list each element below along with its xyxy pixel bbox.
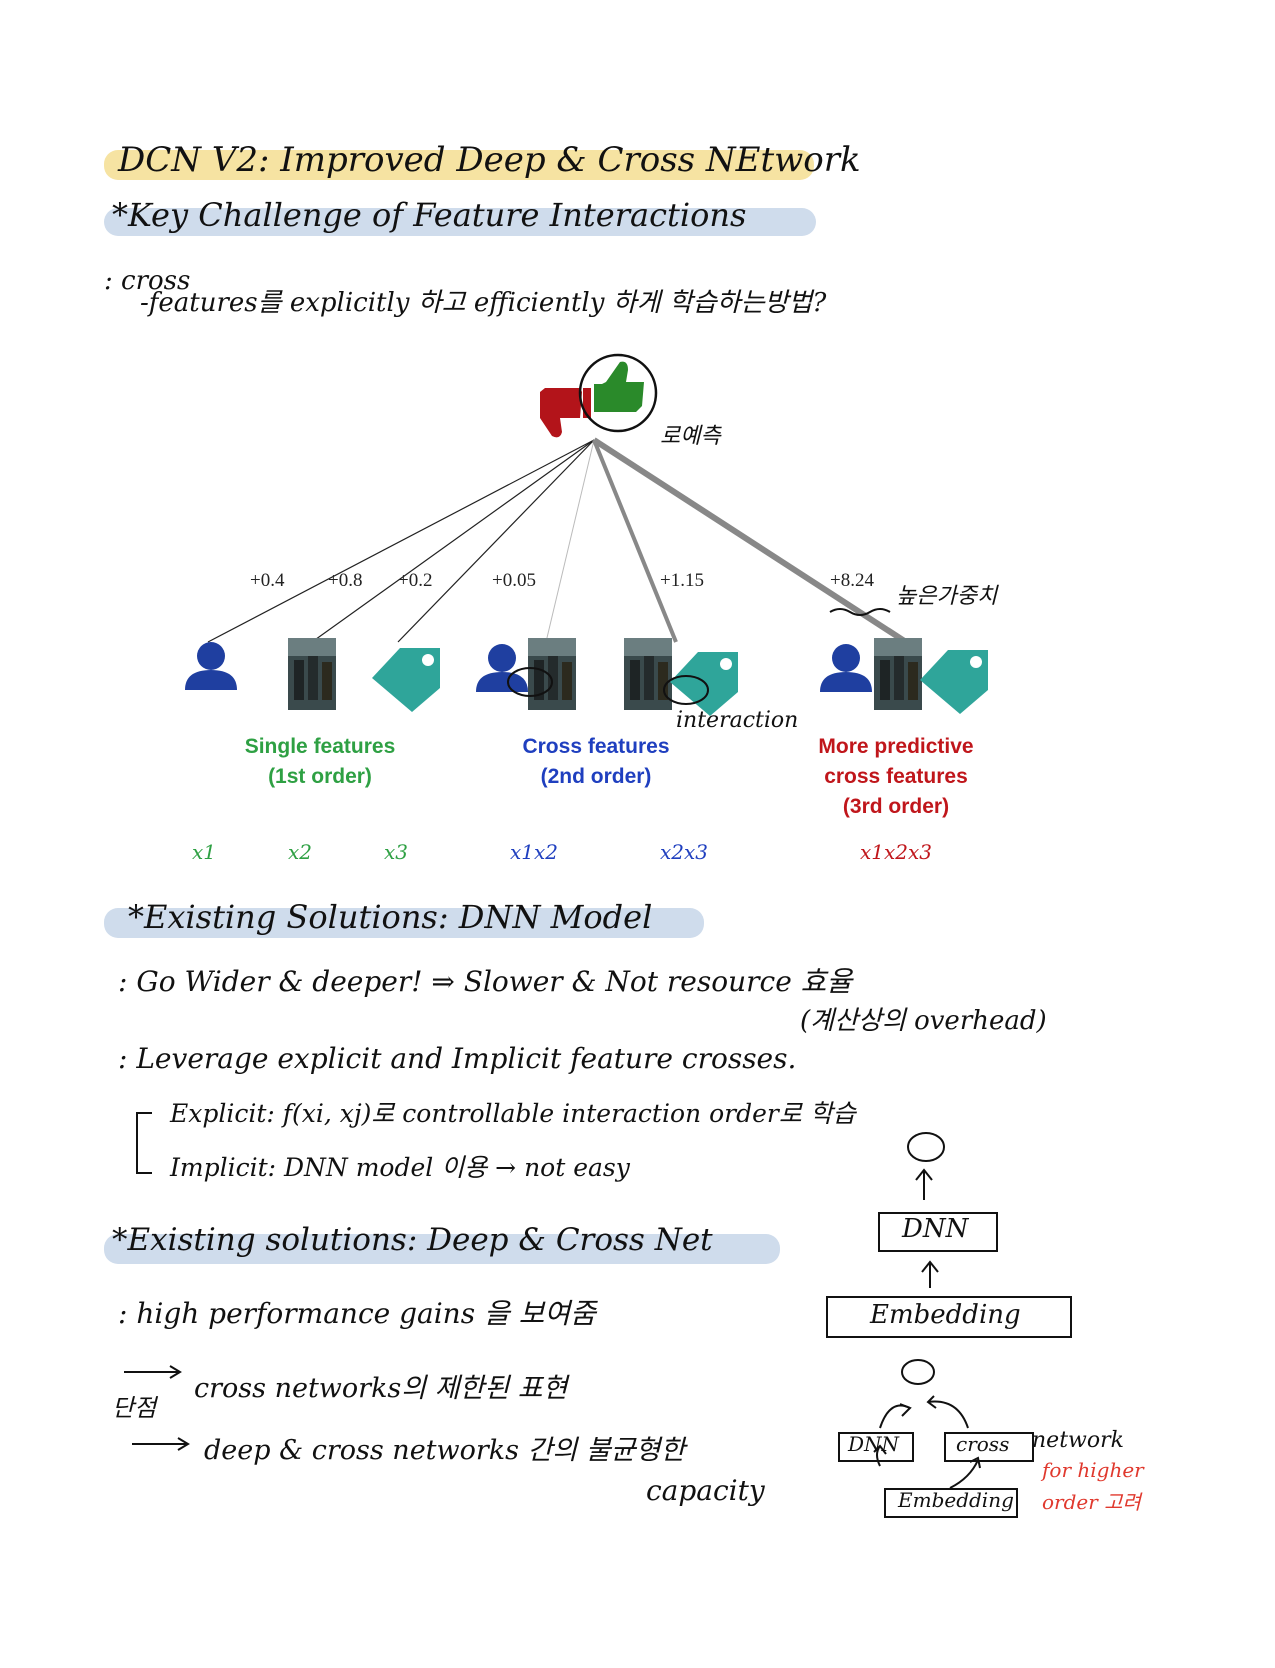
dcn-cross-label: cross [956, 1432, 1010, 1456]
drawback-label: 단점 [112, 1394, 157, 1422]
drawback-line1: cross networks의 제한된 표현 [194, 1373, 568, 1404]
movie-poster-icon [288, 638, 336, 710]
page-title: DCN V2: Improved Deep & Cross NEtwork [118, 140, 861, 180]
section2-highlight [104, 908, 704, 938]
dcn-dnn-label: DNN [848, 1432, 900, 1456]
tag-icon [920, 650, 988, 714]
group-label-predictive: More predictive cross features (3rd orde… [818, 735, 974, 818]
question-line2: -features를 explicitly 하고 efficiently 하게 … [140, 288, 827, 318]
embedding-box-label: Embedding [870, 1300, 1021, 1330]
section3-line1: : high performance gains 을 보여줌 [118, 1297, 596, 1330]
dcn-embedding-box [884, 1488, 1018, 1518]
var-x1: x1 [192, 840, 217, 864]
embedding-box [826, 1296, 1072, 1338]
section2-line1b: (계산상의 overhead) [800, 1006, 1047, 1036]
var-x1x2: x1x2 [510, 840, 559, 864]
weight-label: +0.05 [492, 570, 536, 591]
dcn-cross-box [944, 1432, 1034, 1462]
thumbs-up-circle [578, 353, 658, 433]
section1-highlight [104, 208, 816, 236]
weight-label: +8.24 [830, 570, 874, 591]
user-icon [185, 642, 237, 690]
question-line1: : cross [104, 266, 191, 296]
feature-icons [185, 638, 988, 716]
var-x2: x2 [288, 840, 313, 864]
drawback-line2: deep & cross networks 간의 불균형한 [204, 1435, 686, 1466]
movie-poster-icon [624, 638, 672, 710]
weight-label: +0.8 [328, 570, 363, 591]
dcn-network-label: network [1032, 1428, 1124, 1453]
dcn-embedding-label: Embedding [898, 1488, 1014, 1512]
tag-icon [372, 648, 440, 712]
thumbs-down-icon [540, 388, 591, 438]
movie-poster-icon [528, 638, 576, 710]
dnn-box-label: DNN [902, 1214, 969, 1244]
user-icon [476, 644, 528, 692]
movie-poster-icon [874, 638, 922, 710]
dcn-note-line1: for higher [1042, 1458, 1144, 1482]
weight-label: +0.2 [398, 570, 433, 591]
implicit-line: Implicit: DNN model 이용 → not easy [170, 1153, 630, 1182]
dcn-dnn-box [838, 1432, 914, 1462]
section3-highlight [104, 1234, 780, 1264]
drawback-arrows [124, 1365, 190, 1451]
drawback-line2b: capacity [646, 1474, 765, 1507]
section1-heading: *Key Challenge of Feature Interactions [112, 196, 747, 234]
section3-heading: *Existing solutions: Deep & Cross Net [112, 1222, 713, 1258]
var-x3: x3 [384, 840, 409, 864]
prediction-note: 로예측 [660, 424, 721, 449]
tag-icon [670, 652, 738, 716]
section2-line1: : Go Wider & deeper! ⇒ Slower & Not reso… [118, 965, 853, 998]
dcn-arch-diagram [873, 1359, 981, 1489]
weight-label: +0.4 [250, 570, 285, 591]
thumbs-up-icon [594, 361, 644, 412]
bracket [136, 1112, 152, 1174]
title-highlight [104, 150, 814, 180]
section2-heading: *Existing Solutions: DNN Model [128, 898, 653, 936]
user-icon [820, 644, 872, 692]
group-label-cross: Cross features (2nd order) [522, 735, 670, 788]
dnn-arch-diagram [907, 1132, 945, 1288]
interaction-note: interaction [676, 708, 799, 733]
weight-label: +1.15 [660, 570, 704, 591]
var-x2x3: x2x3 [660, 840, 709, 864]
prediction-diagram [207, 353, 908, 645]
weight-note: 높은가중치 [896, 584, 998, 609]
dnn-box [878, 1212, 998, 1252]
section2-line2: : Leverage explicit and Implicit feature… [118, 1042, 797, 1075]
group-label-single: Single features (1st order) [244, 735, 396, 788]
var-x1x2x3: x1x2x3 [860, 840, 933, 864]
explicit-line: Explicit: f(xi, xj)로 controllable intera… [170, 1099, 856, 1128]
dcn-note-line2: order 고려 [1042, 1490, 1141, 1514]
